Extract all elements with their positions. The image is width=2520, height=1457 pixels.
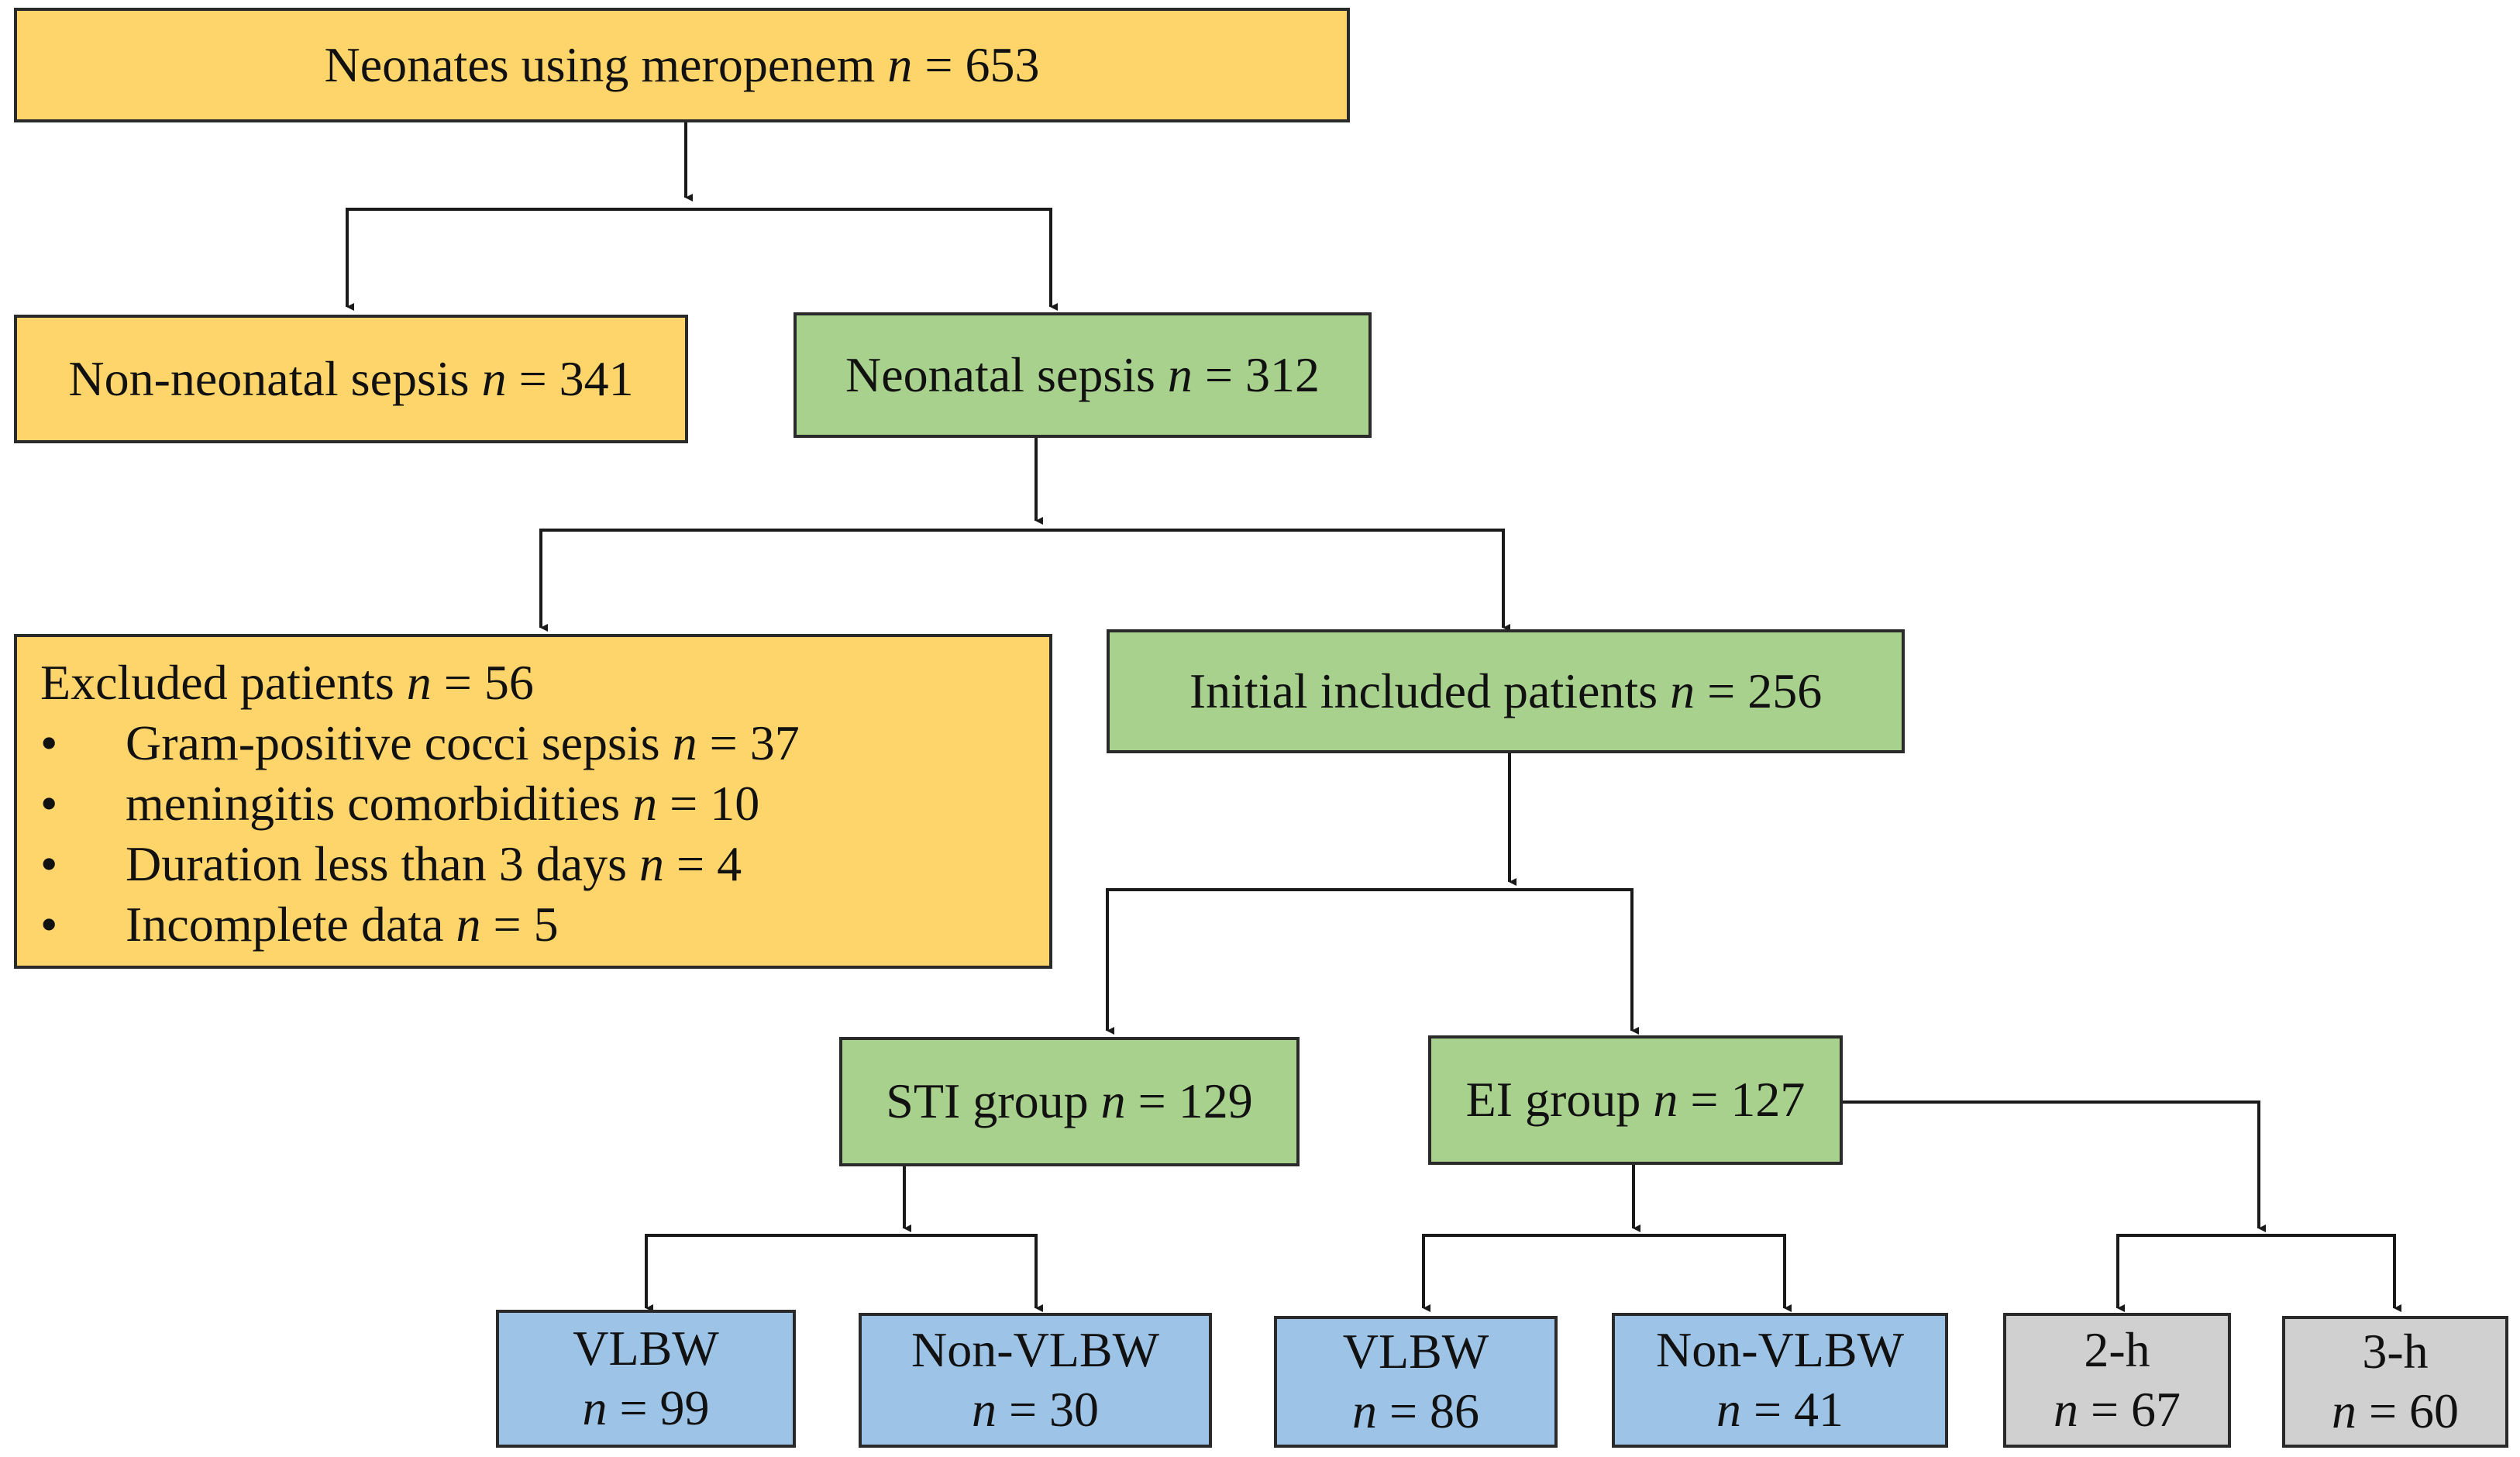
node-ei-3h-label: 3-h (2362, 1324, 2429, 1380)
excluded-reason-count: = 4 (664, 836, 742, 891)
excluded-title: Excluded patients n = 56 (40, 653, 1049, 713)
connector-ei-timing (1843, 1100, 2266, 1232)
excluded-reason-count: = 37 (697, 715, 800, 770)
excluded-reason-count: = 5 (480, 897, 559, 952)
node-sti-label: STI group (886, 1073, 1089, 1129)
node-non-sepsis-label: Non-neonatal sepsis (68, 350, 470, 406)
node-sti-nonvlbw-count: = 30 (996, 1382, 1100, 1437)
node-ei-nonvlbw-label: Non-VLBW (1656, 1322, 1904, 1378)
node-ei-vlbw-label: VLBW (1342, 1324, 1489, 1380)
node-ei-3h-count: = 60 (2356, 1383, 2460, 1438)
n-symbol: n (1653, 1072, 1678, 1128)
node-ei-group: EI group n = 127 (1428, 1035, 1843, 1165)
node-neonatal-sepsis: Neonatal sepsis n = 312 (794, 312, 1372, 438)
node-sti-count: = 129 (1125, 1073, 1253, 1129)
n-symbol: n (2053, 1382, 2078, 1437)
node-ei-3h-n: n = 60 (2332, 1382, 2459, 1442)
n-symbol: n (481, 350, 507, 406)
n-symbol: n (1351, 1383, 1377, 1438)
n-symbol: n (1716, 1382, 1741, 1437)
node-sti-group: STI group n = 129 (839, 1037, 1300, 1166)
node-sti-vlbw-label: VLBW (573, 1321, 719, 1376)
node-ei-2h: 2-h n = 67 (2003, 1313, 2231, 1448)
node-sti-vlbw-count: = 99 (607, 1380, 710, 1435)
excluded-reason-label: Gram-positive cocci sepsis (126, 715, 660, 770)
excluded-reason-label: Duration less than 3 days (126, 836, 627, 891)
node-ei-vlbw-n: n = 86 (1352, 1382, 1479, 1442)
node-ei-nonvlbw-n: n = 41 (1716, 1380, 1844, 1440)
node-sti-vlbw-n: n = 99 (582, 1379, 709, 1438)
excluded-reason-item: Incomplete data n = 5 (40, 894, 1049, 955)
node-sepsis-count: = 312 (1192, 346, 1320, 402)
excluded-reason-item: Gram-positive cocci sepsis n = 37 (40, 713, 1049, 773)
n-symbol: n (1167, 346, 1193, 402)
excluded-reason-item: Duration less than 3 days n = 4 (40, 834, 1049, 894)
node-included-label: Initial included patients (1189, 663, 1658, 718)
node-sti-nonvlbw-label: Non-VLBW (911, 1322, 1159, 1378)
node-ei-2h-n: n = 67 (2054, 1380, 2181, 1440)
node-ei-2h-label: 2-h (2084, 1322, 2150, 1378)
connector-split-1 (346, 208, 1052, 307)
node-neonates-count: = 653 (912, 36, 1040, 92)
n-symbol: n (639, 836, 664, 891)
node-ei-count: = 127 (1678, 1072, 1806, 1128)
connector-split-4 (645, 1234, 1038, 1308)
node-sti-vlbw: VLBW n = 99 (496, 1310, 796, 1448)
n-symbol: n (887, 36, 913, 92)
n-symbol: n (1100, 1073, 1126, 1129)
connector-split-3 (1106, 888, 1634, 1031)
n-symbol: n (2331, 1383, 2356, 1438)
node-ei-label: EI group (1465, 1072, 1641, 1128)
node-ei-non-vlbw: Non-VLBW n = 41 (1612, 1313, 1948, 1448)
node-initial-included: Initial included patients n = 256 (1107, 629, 1905, 753)
n-symbol: n (632, 776, 658, 831)
node-non-sepsis-count: = 341 (506, 350, 634, 406)
node-ei-vlbw: VLBW n = 86 (1274, 1316, 1558, 1448)
connector-split-2 (539, 529, 1505, 628)
node-ei-nonvlbw-count: = 41 (1740, 1382, 1844, 1437)
node-non-neonatal-sepsis: Non-neonatal sepsis n = 341 (14, 315, 688, 443)
node-neonates: Neonates using meropenem n = 653 (14, 8, 1350, 122)
excluded-reason-label: Incomplete data (126, 897, 444, 952)
n-symbol: n (456, 897, 481, 952)
excluded-reasons-list: Gram-positive cocci sepsis n = 37 mening… (40, 713, 1049, 955)
n-symbol: n (406, 655, 432, 710)
connector-split-6 (2116, 1234, 2396, 1308)
excluded-reason-item: meningitis comorbidities n = 10 (40, 773, 1049, 834)
excluded-reason-count: = 10 (657, 776, 760, 831)
node-sti-nonvlbw-n: n = 30 (972, 1380, 1099, 1440)
n-symbol: n (672, 715, 697, 770)
node-ei-2h-count: = 67 (2078, 1382, 2181, 1437)
node-included-count: = 256 (1695, 663, 1823, 718)
n-symbol: n (971, 1382, 997, 1437)
node-ei-3h: 3-h n = 60 (2282, 1316, 2508, 1448)
connector-split-5 (1422, 1234, 1786, 1308)
excluded-reason-label: meningitis comorbidities (126, 776, 621, 831)
excluded-label: Excluded patients (40, 655, 394, 710)
node-ei-vlbw-count: = 86 (1376, 1383, 1480, 1438)
n-symbol: n (582, 1380, 608, 1435)
excluded-count: = 56 (431, 655, 534, 710)
n-symbol: n (1670, 663, 1695, 718)
node-sti-non-vlbw: Non-VLBW n = 30 (859, 1313, 1212, 1448)
node-excluded-patients: Excluded patients n = 56 Gram-positive c… (14, 634, 1052, 969)
node-sepsis-label: Neonatal sepsis (845, 346, 1155, 402)
node-neonates-label: Neonates using meropenem (324, 36, 876, 92)
